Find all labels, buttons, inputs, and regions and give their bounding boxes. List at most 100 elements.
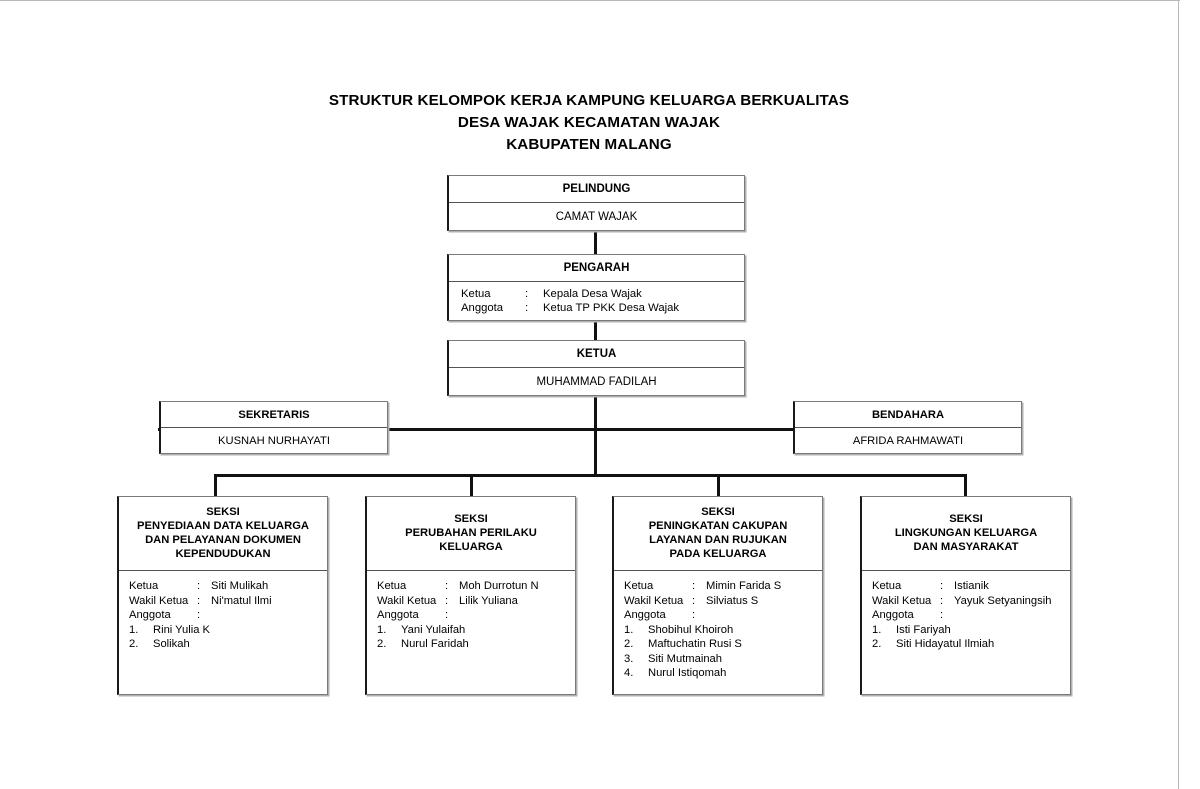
seksi-1-anggota-colon: : (197, 609, 201, 621)
seksi-2-member-2-name: Nurul Faridah (401, 638, 469, 650)
seksi-3-ketua-value: Mimin Farida S (706, 580, 782, 592)
node-sekretaris-title: SEKRETARIS (161, 402, 387, 428)
seksi-3-member-3: 3. Siti Mutmainah (624, 652, 816, 667)
node-sekretaris-name: KUSNAH NURHAYATI (218, 435, 330, 447)
pengarah-ketua-colon: : (525, 288, 529, 300)
pengarah-row-anggota: Anggota : Ketua TP PKK Desa Wajak (461, 301, 740, 315)
node-seksi-4[interactable]: SEKSI LINGKUNGAN KELUARGA DAN MASYARAKAT… (860, 496, 1071, 695)
seksi-2-head-line-1: SEKSI (454, 513, 488, 525)
pengarah-anggota-label: Anggota (461, 302, 504, 314)
seksi-3-ketua-label: Ketua (624, 580, 654, 592)
seksi-4-member-2: 2. Siti Hidayatul Ilmiah (872, 637, 1064, 652)
seksi-3-row-anggota: Anggota : (624, 608, 816, 623)
seksi-4-member-2-name: Siti Hidayatul Ilmiah (896, 638, 995, 650)
seksi-4-head-line-2: LINGKUNGAN KELUARGA (894, 527, 1038, 539)
title-line-1: STRUKTUR KELOMPOK KERJA KAMPUNG KELUARGA… (328, 92, 850, 109)
node-seksi-4-title: SEKSI LINGKUNGAN KELUARGA DAN MASYARAKAT (862, 497, 1070, 571)
node-bendahara-title: BENDAHARA (795, 402, 1021, 428)
title-line-2: DESA WAJAK KECAMATAN WAJAK (457, 114, 721, 131)
seksi-3-member-2: 2. Maftuchatin Rusi S (624, 637, 816, 652)
node-seksi-4-details: Ketua : Istianik Wakil Ketua : Yayuk Set… (862, 571, 1070, 658)
seksi-4-anggota-colon: : (940, 609, 944, 621)
pengarah-anggota-colon: : (525, 302, 529, 314)
seksi-2-anggota-label: Anggota (377, 609, 419, 621)
seksi-4-member-1: 1. Isti Fariyah (872, 623, 1064, 638)
seksi-1-head-line-3: DAN PELAYANAN DOKUMEN (145, 534, 301, 546)
connector-drop-seksi-3 (717, 474, 720, 496)
node-pengarah-title: PENGARAH (449, 255, 744, 282)
seksi-3-head-line-3: LAYANAN DAN RUJUKAN (649, 534, 787, 546)
seksi-4-row-ketua: Ketua : Istianik (872, 579, 1064, 594)
seksi-3-member-4: 4. Nurul Istiqomah (624, 666, 816, 681)
node-bendahara[interactable]: BENDAHARA AFRIDA RAHMAWATI (793, 401, 1022, 454)
seksi-2-row-wakil: Wakil Ketua : Lilik Yuliana (377, 594, 569, 609)
node-sekretaris[interactable]: SEKRETARIS KUSNAH NURHAYATI (159, 401, 388, 454)
seksi-4-member-1-name: Isti Fariyah (896, 623, 951, 636)
seksi-2-ketua-label: Ketua (377, 580, 407, 592)
seksi-1-member-1-name: Rini Yulia K (153, 623, 211, 636)
connector-drop-seksi-4 (964, 474, 967, 496)
pengarah-row-ketua: Ketua : Kepala Desa Wajak (461, 287, 740, 301)
seksi-2-wakil-value: Lilik Yuliana (459, 594, 518, 607)
node-pelindung[interactable]: PELINDUNG CAMAT WAJAK (447, 175, 745, 231)
node-pelindung-name: CAMAT WAJAK (555, 211, 638, 223)
seksi-2-member-1-name: Yani Yulaifah (401, 623, 466, 636)
node-seksi-1[interactable]: SEKSI PENYEDIAAN DATA KELUARGA DAN PELAY… (117, 496, 328, 695)
seksi-1-member-2-name: Solikah (153, 638, 190, 650)
seksi-3-member-4-name: Nurul Istiqomah (648, 667, 727, 679)
seksi-3-row-ketua: Ketua : Mimin Farida S (624, 579, 816, 594)
seksi-2-head-line-2: PERUBAHAN PERILAKU (405, 527, 537, 539)
seksi-2-member-1: 1. Yani Yulaifah (377, 623, 569, 638)
page-title: STRUKTUR KELOMPOK KERJA KAMPUNG KELUARGA… (0, 90, 1178, 156)
pengarah-anggota-value: Ketua TP PKK Desa Wajak (543, 302, 680, 314)
seksi-3-ketua-colon: : (692, 580, 696, 592)
seksi-3-head-line-4: PADA KELUARGA (669, 548, 767, 560)
connector-ketua-trunk (594, 390, 597, 475)
node-pengarah[interactable]: PENGARAH Ketua : Kepala Desa Wajak Anggo… (447, 254, 745, 321)
seksi-3-member-1: 1. Shobihul Khoiroh (624, 623, 816, 638)
seksi-1-head-line-4: KEPENDUDUKAN (175, 548, 271, 560)
connector-drop-seksi-2 (470, 474, 473, 496)
connector-pelindung-pengarah (594, 228, 597, 254)
seksi-1-wakil-label: Wakil Ketua (129, 594, 189, 607)
page-right-edge (1178, 0, 1179, 789)
node-seksi-3-title: SEKSI PENINGKATAN CAKUPAN LAYANAN DAN RU… (614, 497, 822, 571)
seksi-1-row-anggota: Anggota : (129, 608, 321, 623)
node-ketua[interactable]: KETUA MUHAMMAD FADILAH (447, 340, 745, 396)
seksi-2-ketua-value: Moh Durrotun N (459, 580, 539, 592)
node-seksi-2[interactable]: SEKSI PERUBAHAN PERILAKU KELUARGA Ketua … (365, 496, 576, 695)
title-line-3: KABUPATEN MALANG (506, 136, 672, 153)
seksi-2-wakil-label: Wakil Ketua (377, 594, 437, 607)
pengarah-ketua-value: Kepala Desa Wajak (543, 288, 642, 300)
seksi-2-row-anggota: Anggota : (377, 608, 569, 623)
seksi-1-anggota-label: Anggota (129, 609, 171, 621)
seksi-1-row-wakil: Wakil Ketua : Ni'matul Ilmi (129, 594, 321, 609)
seksi-4-row-wakil: Wakil Ketua : Yayuk Setyaningsih (872, 594, 1064, 609)
seksi-4-wakil-colon: : (940, 594, 944, 607)
seksi-4-head-line-3: DAN MASYARAKAT (913, 541, 1019, 553)
seksi-3-anggota-label: Anggota (624, 609, 666, 621)
page-top-edge (0, 0, 1180, 1)
seksi-2-wakil-colon: : (445, 594, 449, 607)
seksi-1-head-line-1: SEKSI (206, 506, 240, 518)
node-pelindung-title: PELINDUNG (449, 176, 744, 203)
seksi-2-anggota-colon: : (445, 609, 449, 621)
seksi-3-row-wakil: Wakil Ketua : Silviatus S (624, 594, 816, 609)
pengarah-ketua-label: Ketua (461, 288, 491, 300)
node-seksi-2-title: SEKSI PERUBAHAN PERILAKU KELUARGA (367, 497, 575, 571)
seksi-4-wakil-label: Wakil Ketua (872, 594, 932, 607)
seksi-3-member-3-name: Siti Mutmainah (648, 652, 722, 665)
seksi-1-ketua-value: Siti Mulikah (211, 580, 269, 592)
seksi-4-ketua-label: Ketua (872, 580, 902, 592)
node-pengarah-details: Ketua : Kepala Desa Wajak Anggota : Ketu… (449, 282, 744, 320)
seksi-1-ketua-colon: : (197, 580, 201, 592)
node-ketua-name: MUHAMMAD FADILAH (536, 376, 657, 388)
seksi-3-head-line-2: PENINGKATAN CAKUPAN (648, 520, 788, 532)
seksi-4-head-line-1: SEKSI (949, 513, 983, 525)
seksi-3-wakil-value: Silviatus S (706, 594, 759, 607)
node-seksi-3[interactable]: SEKSI PENINGKATAN CAKUPAN LAYANAN DAN RU… (612, 496, 823, 695)
seksi-4-row-anggota: Anggota : (872, 608, 1064, 623)
seksi-3-head-line-1: SEKSI (701, 506, 735, 518)
seksi-1-member-1: 1. Rini Yulia K (129, 623, 321, 638)
seksi-4-ketua-value: Istianik (954, 580, 989, 592)
